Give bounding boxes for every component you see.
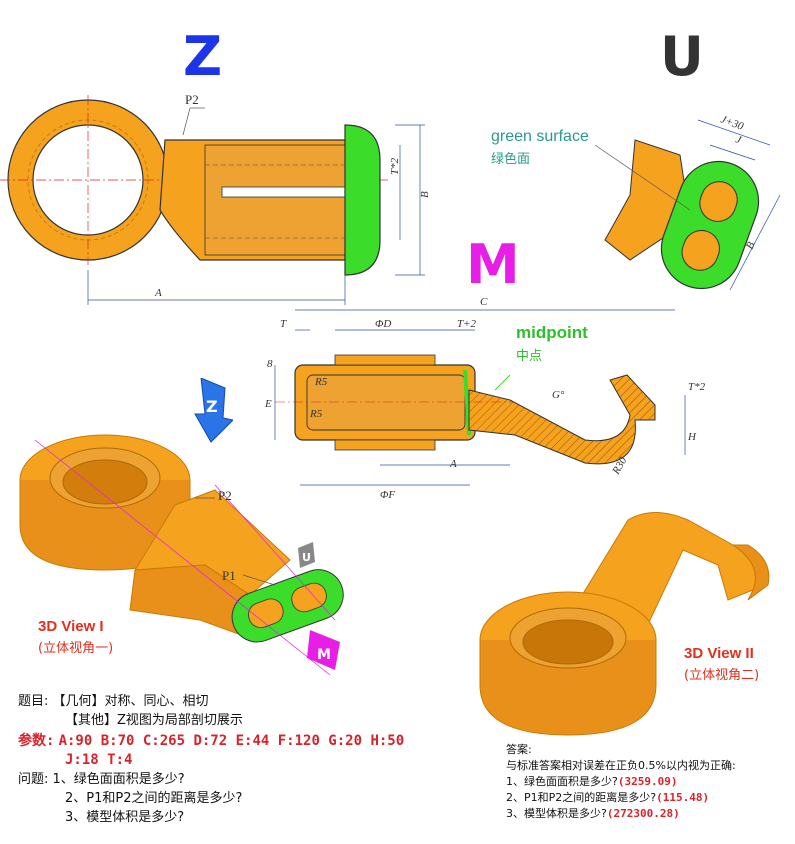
svg-text:U: U [302,551,311,564]
svg-text:Z: Z [206,397,218,416]
params-line-2: J:18 T:4 [18,751,478,770]
midpoint-label-en: midpoint [516,323,588,342]
question-line-3: 3、模型体积是多少? [18,808,478,827]
green-surface-label-en: green surface [491,128,589,145]
question-line-1: 问题: 1、绿色面面积是多少? [18,770,478,789]
question-1: 1、绿色面面积是多少? [52,772,185,787]
problem-block: 题目: 【几何】对称、同心、相切 【其他】Z视图为局部剖切展示 参数: A:90… [18,692,478,827]
svg-text:M: M [317,647,331,663]
answer-2-value: (115.48) [656,791,710,804]
dim-r5a-m: R5 [314,376,328,388]
u-view-drawing: J+30 J B [594,114,781,291]
p2-label-z: P2 [185,92,199,107]
params-values-1: A:90 B:70 C:265 D:72 E:44 F:120 G:20 H:5… [58,733,405,749]
dim-tx2-m: T*2 [688,381,706,393]
title-prefix: 题目: [18,694,49,709]
params-line-1: 参数: A:90 B:70 C:265 D:72 E:44 F:120 G:20… [18,732,478,751]
dim-d-m: ΦD [375,318,391,330]
answer-3-text: 3、模型体积是多少? [506,807,607,820]
view2-subtitle: (立体视角二) [684,668,760,683]
m-view-label: M [466,233,520,296]
p2-label-3d: P2 [218,488,232,503]
view1-subtitle: (立体视角一) [38,641,114,656]
dim-a-z: A [154,287,162,299]
answer-3: 3、模型体积是多少?(272300.28) [506,806,791,822]
p1-label-3d: P1 [222,568,236,583]
answers-note: 与标准答案相对误差在正负0.5%以内视为正确: [506,759,736,772]
answer-2: 2、P1和P2之间的距离是多少?(115.48) [506,790,791,806]
dim-c-m: C [480,296,488,308]
3d-view-1-drawing: P2 P1 U M [19,434,344,676]
params-values-2: J:18 T:4 [65,752,133,768]
dim-j30-u: J+30 [719,114,745,133]
dim-8-m: 8 [267,358,273,370]
answer-1-value: (3259.09) [617,775,678,788]
answer-3-value: (272300.28) [606,807,680,820]
3d-view-2-drawing [479,512,770,736]
answer-1-text: 1、绿色面面积是多少? [506,775,618,788]
params-label: 参数: [18,733,55,749]
question-line-2: 2、P1和P2之间的距离是多少? [18,789,478,808]
u-view-label: U [660,25,704,88]
topic-line-1: 题目: 【几何】对称、同心、相切 [18,692,478,711]
dim-j-u: J [734,134,744,147]
z-view-drawing: P2 T*2 B A [0,92,431,305]
dim-t2-m: T+2 [457,318,477,330]
dim-f-m: ΦF [380,489,395,501]
green-surface-label-zh: 绿色面 [491,152,531,167]
z-view-label: Z [183,25,223,88]
dim-r5b-m: R5 [309,408,323,420]
answer-2-text: 2、P1和P2之间的距离是多少? [506,791,657,804]
answers-block: 答案: 与标准答案相对误差在正负0.5%以内视为正确: 1、绿色面面积是多少?(… [506,742,791,822]
question-3: 3、模型体积是多少? [65,810,185,825]
dim-e-m: E [264,398,272,410]
questions-label: 问题: [18,772,49,787]
dim-t-m: T [280,318,287,330]
m-view-drawing: C T ΦD T+2 8 E R5 R5 A ΦF G° H T*2 R30 [264,296,706,501]
dim-g-m: G° [552,389,565,401]
view1-title: 3D View I [38,618,104,635]
dim-b-z: B [419,191,431,198]
midpoint-label-zh: 中点 [516,349,543,364]
dim-h-m: H [687,431,697,443]
answer-1: 1、绿色面面积是多少?(3259.09) [506,774,791,790]
topic-2: 【其他】Z视图为局部剖切展示 [65,713,243,728]
answers-label: 答案: [506,743,532,756]
topic-line-2: 【其他】Z视图为局部剖切展示 [18,711,478,730]
question-2: 2、P1和P2之间的距离是多少? [65,791,243,806]
dim-tx2-z: T*2 [389,157,401,175]
dim-b-u: B [744,240,758,251]
topic-1: 【几何】对称、同心、相切 [52,694,209,709]
z-direction-arrow: Z [194,378,233,443]
view2-title: 3D View II [684,645,754,662]
dim-a-m: A [449,458,457,470]
